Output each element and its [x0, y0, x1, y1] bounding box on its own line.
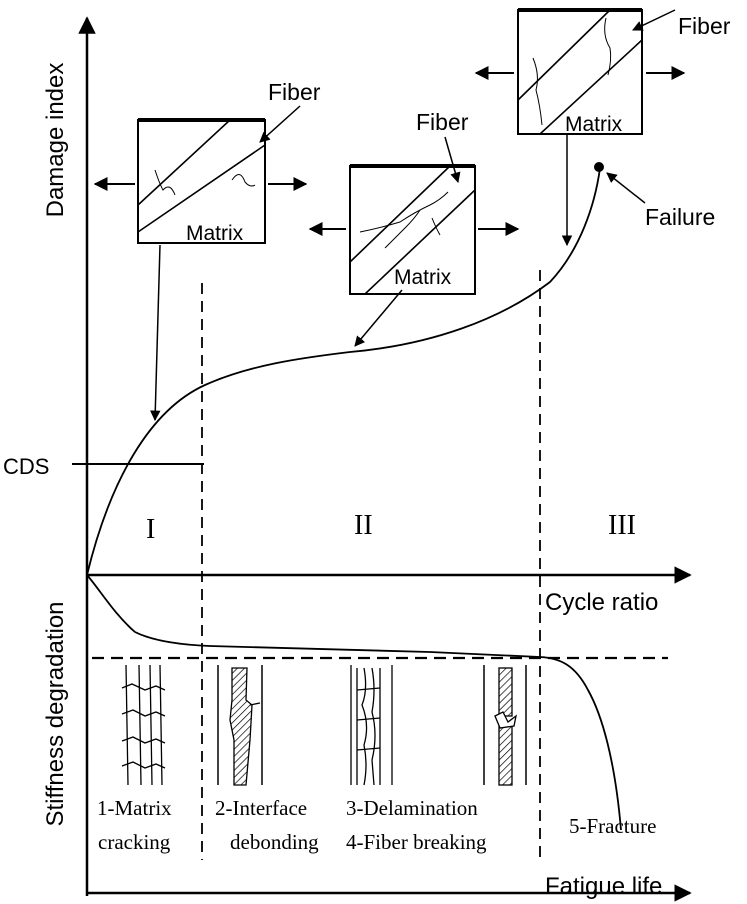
schematic-3: Matrix	[517, 8, 643, 136]
mechanism-2-line-1: 2-Interface	[215, 796, 307, 820]
fiber-breaking-sketch	[483, 665, 527, 786]
damage-axis-label: Damage index	[42, 63, 69, 218]
mechanism-2-line-2: debonding	[230, 830, 319, 854]
failure-point	[594, 162, 604, 172]
schematic-3-matrix-label: Matrix	[565, 113, 623, 136]
schematic-2-matrix-label: Matrix	[394, 266, 452, 289]
stiffness-curve	[86, 574, 622, 831]
damage-curve	[86, 167, 601, 576]
schematic-1-pointer	[150, 244, 161, 422]
schematic-3-fiber-pointer	[632, 9, 676, 31]
schematic-1-fiber-label: Fiber	[268, 79, 321, 105]
cycle-axis-label: Cycle ratio	[545, 589, 658, 616]
mechanism-3-line-1: 3-Delamination	[346, 796, 478, 820]
interface-debonding-sketch	[217, 665, 263, 786]
schematic-2-fiber-pointer	[444, 136, 461, 184]
failure-pointer	[606, 172, 646, 204]
stage-3-label: III	[608, 510, 636, 541]
schematic-1-fiber-pointer	[259, 105, 301, 143]
schematic-2-fiber-label: Fiber	[416, 109, 469, 135]
stage-1-label: I	[146, 514, 155, 545]
mechanism-1-line-1: 1-Matrix	[97, 796, 172, 820]
mechanism-5-label: 5-Fracture	[569, 814, 656, 838]
mechanism-1-line-2: cracking	[98, 830, 171, 854]
stiffness-axis-label: Stiffness degradation	[42, 601, 69, 826]
schematic-2: Matrix	[349, 164, 476, 295]
matrix-cracking-sketch	[121, 664, 166, 786]
schematic-2-pointer	[354, 289, 403, 347]
failure-label: Failure	[645, 204, 715, 230]
schematic-3-fiber-label: Fiber	[678, 13, 731, 39]
cds-label: CDS	[3, 454, 49, 479]
delamination-sketch	[350, 665, 393, 786]
schematic-1: Matrix	[137, 118, 266, 245]
schematic-1-matrix-label: Matrix	[186, 222, 244, 245]
mechanism-4-line-2: 4-Fiber breaking	[346, 830, 487, 854]
stage-2-label: II	[354, 510, 373, 541]
fatigue-axis-label: Fatigue life	[545, 873, 662, 900]
